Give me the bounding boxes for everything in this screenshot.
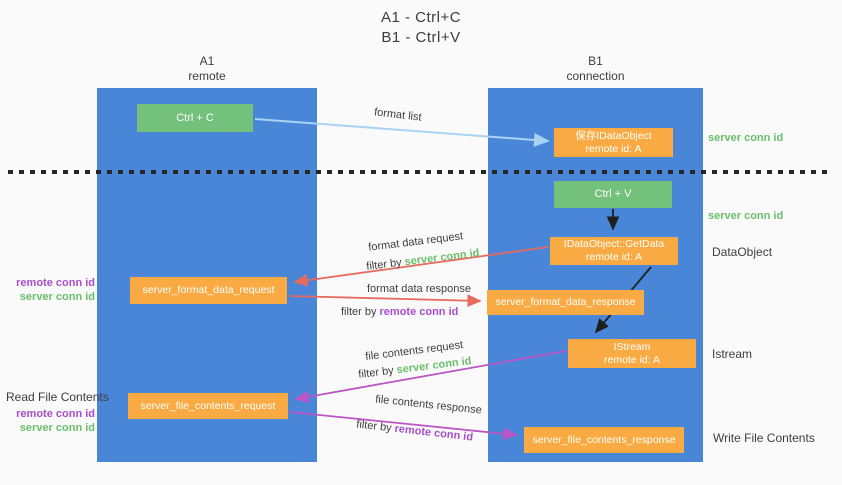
lane-b1-role: connection xyxy=(566,69,625,83)
remote-conn-id-key: remote conn id xyxy=(393,422,474,444)
istream-line2: remote id: A xyxy=(603,353,661,366)
right-server-conn-id-mid: server conn id xyxy=(708,210,784,222)
getdata-line2: remote id: A xyxy=(585,251,643,263)
server-conn-id-key: server conn id xyxy=(395,355,473,377)
dotted-separator-line xyxy=(8,170,828,174)
ctrl-c-box: Ctrl + C xyxy=(137,104,253,132)
server-format-data-response-box: server_format_data_response xyxy=(487,290,644,315)
file-contents-response-label: file contents response xyxy=(374,393,483,417)
remote-conn-id-key: remote conn id xyxy=(379,306,459,318)
left-remote-conn-id-top: remote conn id xyxy=(16,277,95,289)
server-file-contents-response-box: server_file_contents_response xyxy=(524,427,684,453)
left-server-conn-id-bottom: server conn id xyxy=(19,422,95,434)
save-dataobject-line2: remote id: A xyxy=(585,142,642,155)
lane-b1-name: B1 xyxy=(588,54,603,68)
server-file-contents-request-box: server_file_contents_request xyxy=(128,393,288,419)
istream-box: IStream remote id: A xyxy=(568,339,696,368)
server-format-data-response-label: server_format_data_response xyxy=(495,296,636,308)
left-server-conn-id-top: server conn id xyxy=(19,291,95,303)
lane-header-a1: A1 remote xyxy=(97,54,317,84)
save-dataobject-line1: 保存IDataObject xyxy=(575,129,652,142)
ctrl-c-label: Ctrl + C xyxy=(176,111,214,124)
write-file-contents-label: Write File Contents xyxy=(713,431,815,445)
server-file-contents-response-label: server_file_contents_response xyxy=(532,433,676,446)
format-list-label: format list xyxy=(373,106,423,124)
format-data-response-label: format data response xyxy=(367,283,471,295)
getdata-box: IDataObject::GetData remote id: A xyxy=(550,237,678,265)
server-conn-id-key: server conn id xyxy=(403,247,481,269)
ctrl-v-box: Ctrl + V xyxy=(554,181,672,208)
right-server-conn-id-top: server conn id xyxy=(708,132,784,144)
filter-by-prefix: filter by xyxy=(357,364,398,381)
filter-by-remote-conn-id-label-2: filter by remote conn id xyxy=(356,418,474,443)
server-format-data-request-label: server_format_data_request xyxy=(142,284,275,296)
istream-side-label: Istream xyxy=(712,347,753,361)
server-format-data-request-box: server_format_data_request xyxy=(130,277,287,304)
title-line-1: A1 - Ctrl+C xyxy=(380,9,462,26)
lane-header-b1: B1 connection xyxy=(488,54,703,84)
save-dataobject-box: 保存IDataObject remote id: A xyxy=(554,128,673,157)
filter-by-remote-conn-id-label-1: filter by remote conn id xyxy=(341,306,458,318)
lane-a1-name: A1 xyxy=(199,54,215,68)
ctrl-v-label: Ctrl + V xyxy=(594,188,632,200)
filter-by-prefix: filter by xyxy=(355,418,396,435)
left-remote-conn-id-bottom: remote conn id xyxy=(16,408,95,420)
read-file-contents-label: Read File Contents xyxy=(6,390,109,404)
arrow-format-data-response xyxy=(289,294,482,307)
istream-line1: IStream xyxy=(613,340,651,353)
server-file-contents-request-label: server_file_contents_request xyxy=(140,399,276,412)
getdata-line1: IDataObject::GetData xyxy=(563,238,665,250)
lane-a1-role: remote xyxy=(188,69,226,83)
title-line-2: B1 - Ctrl+V xyxy=(381,29,461,46)
diagram-title: A1 - Ctrl+C B1 - Ctrl+V xyxy=(0,8,842,48)
filter-by-prefix: filter by xyxy=(341,306,380,318)
filter-by-prefix: filter by xyxy=(365,256,406,273)
dataobject-label: DataObject xyxy=(712,245,773,259)
